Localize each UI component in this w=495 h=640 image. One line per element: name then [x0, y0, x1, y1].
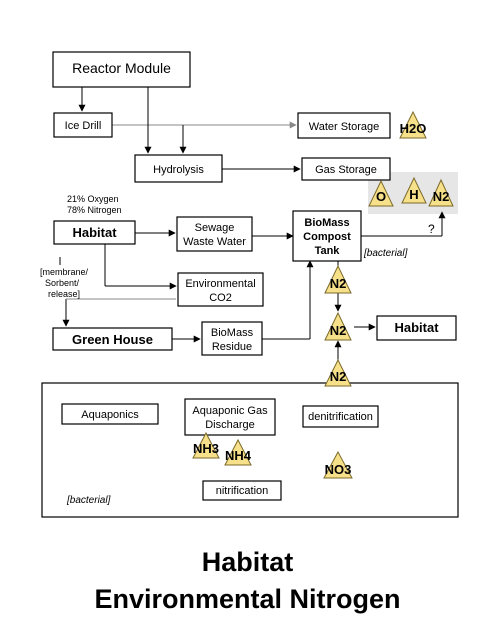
unknown-output-label: ?: [428, 222, 435, 236]
green-house-box: Green House: [52, 327, 173, 351]
bacterial-system-label: [bacterial]: [66, 495, 111, 506]
oxygen-percent-label: 21% Oxygen: [67, 194, 119, 204]
h2o-molecule-marker: H2O: [399, 110, 427, 139]
membrane-label-line1: [membrane/: [40, 267, 89, 277]
aquaponics-box: Aquaponics: [61, 403, 159, 425]
nitrification-label: nitrification: [216, 485, 269, 497]
n2-mid-molecule-marker: N2: [324, 311, 352, 341]
aqua-gas-label-line2: Discharge: [205, 419, 255, 431]
reactor-module-label: Reactor Module: [72, 60, 171, 76]
biomass-compost-tank-box: BioMass Compost Tank: [292, 210, 362, 262]
n2-low-label: N2: [330, 369, 347, 384]
nh3-molecule-marker: NH3: [192, 431, 220, 459]
habitat-output-label: Habitat: [394, 320, 439, 335]
sewage-label-line2: Waste Water: [183, 236, 246, 248]
reactor-module-box: Reactor Module: [52, 51, 191, 88]
membrane-label-line3: release]: [48, 289, 80, 299]
h-molecule-marker: H: [401, 176, 427, 204]
ice-drill-label: Ice Drill: [65, 120, 102, 132]
membrane-label-line2: Sorbent/: [45, 278, 80, 288]
o-molecule-marker: O: [368, 179, 394, 207]
aquaponic-gas-discharge-box: Aquaponic Gas Discharge: [184, 398, 276, 436]
compost-label-line3: Tank: [315, 245, 341, 257]
green-house-label: Green House: [72, 332, 153, 347]
nh4-molecule-marker: NH4: [224, 438, 252, 466]
habitat-output-box: Habitat: [376, 315, 457, 341]
nh4-label: NH4: [225, 448, 252, 463]
h-label: H: [409, 187, 418, 202]
hydrolysis-box: Hydrolysis: [134, 154, 223, 183]
residue-label-line1: BioMass: [211, 327, 254, 339]
n2-tank-molecule-marker: N2: [324, 264, 352, 294]
connectors: [59, 87, 446, 492]
n2-tank-label: N2: [330, 276, 347, 291]
env-co2-label-line1: Environmental: [185, 278, 255, 290]
nitrification-box: nitrification: [202, 480, 282, 501]
bacterial-tank-label: [bacterial]: [363, 248, 408, 259]
environmental-co2-box: Environmental CO2: [177, 272, 264, 307]
denitrification-box: denitrification: [302, 405, 379, 428]
compost-label-line1: BioMass: [304, 217, 349, 229]
n2-gas-label: N2: [433, 189, 450, 204]
no3-label: NO3: [325, 462, 352, 477]
biomass-residue-box: BioMass Residue: [201, 321, 263, 356]
o-label: O: [376, 189, 386, 204]
gas-storage-label: Gas Storage: [315, 164, 377, 176]
nh3-label: NH3: [193, 441, 219, 456]
nitrogen-percent-label: 78% Nitrogen: [67, 205, 122, 215]
n2-mid-label: N2: [330, 323, 347, 338]
no3-molecule-marker: NO3: [323, 450, 353, 479]
diagram-title-line2: Environmental Nitrogen: [94, 584, 401, 614]
diagram-title-line1: Habitat: [201, 547, 294, 577]
aquaponics-label: Aquaponics: [81, 409, 139, 421]
n2-gas-molecule-marker: N2: [428, 178, 454, 207]
n2-low-molecule-marker: N2: [324, 358, 352, 387]
denitrification-label: denitrification: [308, 411, 373, 423]
habitat-label: Habitat: [72, 225, 117, 240]
gas-storage-box: Gas Storage: [301, 157, 391, 181]
hydrolysis-label: Hydrolysis: [153, 164, 204, 176]
compost-label-line2: Compost: [303, 231, 351, 243]
ice-drill-box: Ice Drill: [53, 112, 113, 138]
sewage-box: Sewage Waste Water: [176, 216, 253, 252]
aqua-gas-label-line1: Aquaponic Gas: [192, 405, 268, 417]
env-co2-label-line2: CO2: [209, 292, 232, 304]
habitat-box: Habitat: [53, 220, 136, 245]
water-storage-label: Water Storage: [309, 121, 380, 133]
residue-label-line2: Residue: [212, 341, 252, 353]
sewage-label-line1: Sewage: [195, 222, 235, 234]
water-storage-box: Water Storage: [297, 112, 391, 139]
h2o-label: H2O: [400, 121, 427, 136]
